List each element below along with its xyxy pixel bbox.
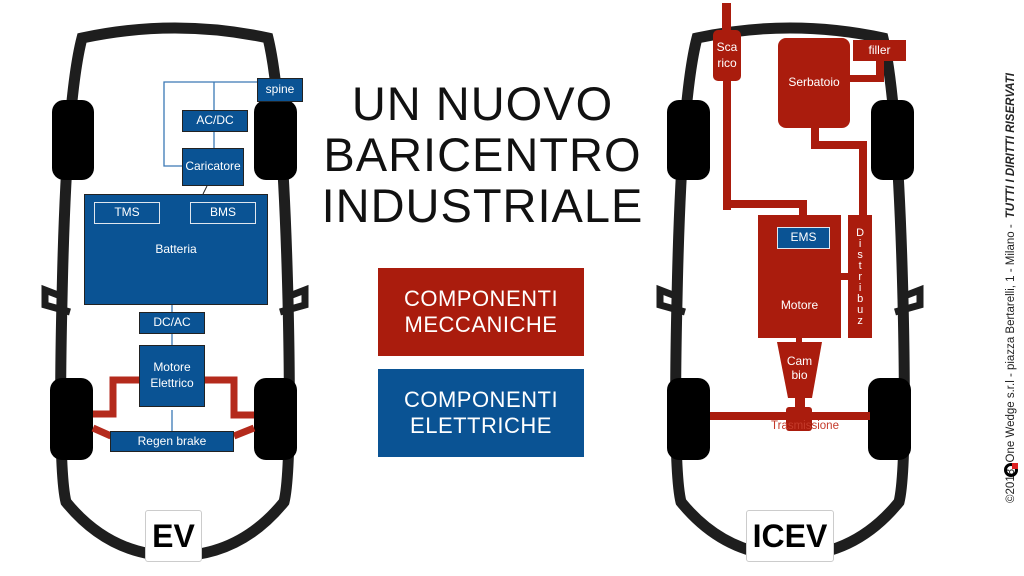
ems-box: EMS: [777, 227, 830, 249]
serbatoio-box: Serbatoio: [778, 38, 850, 128]
legend-line: ELETTRICHE: [410, 413, 552, 438]
legend-line: COMPONENTI: [403, 387, 559, 412]
elettrico-label: Elettrico: [150, 376, 194, 390]
batteria-label: Batteria: [155, 241, 197, 256]
cambio-line: bio: [791, 368, 808, 382]
acdc-box: AC/DC: [182, 110, 248, 132]
icev-label: ICEV: [746, 510, 834, 562]
footer-text: ©2018 One Wedge s.r.l - piazza Bertarell…: [1005, 224, 1017, 503]
title-line: INDUSTRIALE: [321, 179, 644, 232]
cambio-line: Cam: [786, 353, 813, 368]
motore-label: Motore: [153, 360, 191, 375]
legend-line: MECCANICHE: [404, 312, 558, 337]
footer-copyright: ©2018 One Wedge s.r.l - piazza Bertarell…: [1005, 73, 1017, 503]
cambio-label: Cam bio: [777, 350, 822, 386]
ev-drive-shafts: [91, 376, 256, 440]
scarico-label: rico: [717, 55, 737, 70]
dcac-box: DC/AC: [139, 312, 205, 334]
caricatore-box: Caricatore: [182, 148, 244, 186]
scarico-box: Sca rico: [713, 30, 741, 81]
distribuz-box: Distribuz: [848, 215, 872, 338]
one-wedge-logo-icon: [1004, 463, 1018, 477]
title-line: UN NUOVO: [351, 77, 614, 130]
ev-wheels: [50, 100, 297, 460]
motore-elettrico-box: Motore Elettrico: [139, 345, 205, 407]
legend-mechanical: COMPONENTI MECCANICHE: [378, 268, 584, 356]
icev-wheels: [667, 100, 914, 460]
legend-line: COMPONENTI: [403, 286, 559, 311]
title-line: BARICENTRO: [323, 128, 642, 181]
bms-box: BMS: [190, 202, 256, 224]
ev-label: EV: [145, 510, 202, 562]
regen-brake-box: Regen brake: [110, 431, 234, 452]
motore-label: Motore: [780, 297, 819, 312]
footer-rights: TUTTI I DIRITTI RISERVATI: [1005, 73, 1017, 219]
icev-pipes: [710, 3, 884, 431]
ev-car-outline: [41, 22, 309, 562]
legend-electrical: COMPONENTI ELETTRICHE: [378, 369, 584, 457]
trasmissione-label: Trasmissione: [771, 419, 839, 432]
page-title: UN NUOVO BARICENTRO INDUSTRIALE: [300, 78, 665, 231]
scarico-label: Sca: [716, 39, 738, 54]
filler-box: filler: [853, 40, 906, 61]
tms-box: TMS: [94, 202, 160, 224]
spine-box: spine: [257, 78, 303, 102]
